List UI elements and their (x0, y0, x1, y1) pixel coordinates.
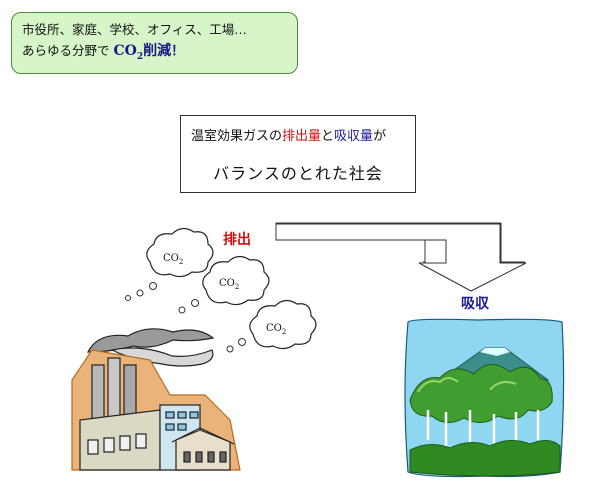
callout-prefix: あらゆる分野で (22, 43, 110, 58)
co2-cloud-3-label: CO2 (266, 323, 286, 336)
co2-cloud-3 (249, 299, 317, 350)
absorption-amount-text: 吸収量 (334, 129, 374, 144)
absorption-label: 吸収 (461, 296, 489, 312)
co2-cloud-2 (202, 255, 270, 306)
co2-cloud-1 (146, 227, 214, 278)
balance-box: 温室効果ガスの排出量と吸収量が バランスのとれた社会 (180, 115, 416, 193)
callout-line1: 市役所、家庭、学校、オフィス、工場… (22, 22, 247, 37)
emission-amount-text: 排出量 (282, 129, 322, 144)
callout-co2: CO2 (113, 43, 144, 62)
factory-illustration (71, 328, 241, 471)
balance-headline: 温室効果ガスの排出量と吸収量が (191, 129, 387, 144)
forest-illustration (404, 318, 565, 478)
co2-cloud-1-label: CO2 (163, 253, 183, 266)
callout-reduction: 削減 (143, 43, 172, 59)
co2-cloud-2-label: CO2 (219, 278, 239, 291)
bubble-dots (125, 282, 246, 353)
callout-line2: あらゆる分野で CO2削減！ (22, 40, 287, 68)
balance-society-text: バランスのとれた社会 (213, 164, 383, 183)
emission-label: 排出 (223, 232, 251, 248)
callout-exclaim: ！ (171, 44, 185, 59)
callout-box: 市役所、家庭、学校、オフィス、工場… あらゆる分野で CO2削減！ (11, 12, 298, 74)
